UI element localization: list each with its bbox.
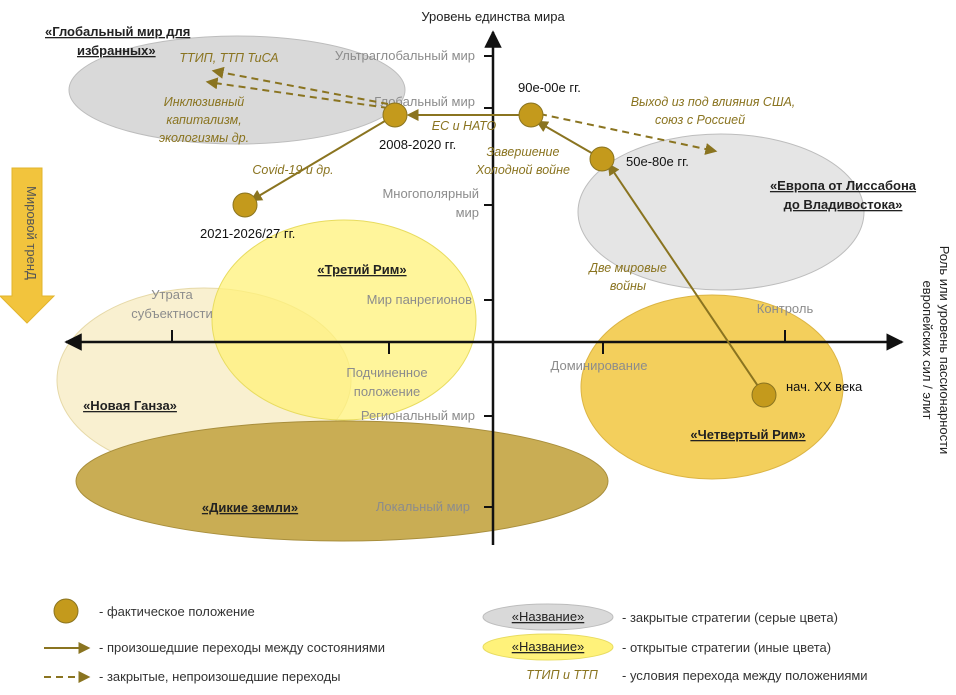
y-label-local: Локальный мир: [376, 499, 470, 514]
region-third-rome: [211, 219, 477, 421]
transition-exit-us: [539, 113, 718, 155]
state-dot-2021-2027: [232, 192, 258, 218]
legend-yellow-ellipse: [482, 633, 614, 661]
y-label-multipolar-2: мир: [456, 205, 479, 220]
legend-solid-text: - произошедшие переходы между состояниям…: [99, 640, 386, 655]
legend-gray-box-label: «Название»: [512, 609, 585, 624]
legend-cond-sample: ТТИП и ТТП: [526, 668, 598, 682]
cond-inclusive-2: капитализм,: [166, 113, 241, 127]
cond-exit-us-1: Выход из под влияния США,: [631, 95, 796, 109]
cond-cold-war-2: Холодной войне: [475, 163, 570, 177]
cond-exit-us-2: союз с Россией: [655, 113, 745, 127]
cond-ttip: ТТИП, ТТП ТиСА: [179, 51, 278, 65]
y-label-subordinate-2: положение: [354, 384, 420, 399]
region-europe: [577, 133, 865, 291]
region-label-europe-1: «Европа от Лиссабона: [770, 178, 917, 193]
region-label-europe-2: до Владивостока»: [784, 197, 903, 212]
region-label-hansa: «Новая Ганза»: [83, 398, 177, 413]
legend-yellow-text: - открытые стратегии (иные цвета): [622, 640, 832, 655]
region-label-fourth-rome: «Четвертый Рим»: [690, 427, 805, 442]
y-label-regional: Региональный мир: [361, 408, 475, 423]
legend-yellow-box-label: «Название»: [512, 639, 585, 654]
cond-covid: Covid-19 и др.: [252, 163, 333, 177]
y-label-multipolar-1: Многополярный: [382, 186, 479, 201]
svg-text:Роль или уровень пассионарност: Роль или уровень пассионарности: [937, 246, 952, 455]
cond-two-wars-2: войны: [610, 279, 646, 293]
state-label-2008-2020: 2008-2020 гг.: [379, 137, 456, 152]
region-label-wild: «Дикие земли»: [202, 500, 298, 515]
x-axis-title: Роль или уровень пассионарности европейс…: [920, 246, 952, 455]
state-label-2021-2027: 2021-2026/27 гг.: [200, 226, 295, 241]
transition-ttip: [211, 66, 389, 105]
transition-covid: [249, 114, 396, 202]
legend-dashed-text: - закрытые, непроизошедшие переходы: [99, 669, 341, 684]
state-dot-50-80: [589, 146, 615, 172]
legend-gray-text: - закрытые стратегии (серые цвета): [622, 610, 838, 625]
region-wild: [75, 420, 609, 542]
state-dot-90-00: [518, 102, 544, 128]
state-dot-2008-2020: [382, 102, 408, 128]
y-label-panregion: Мир панрегионов: [367, 292, 472, 307]
region-label-global-elite-1: «Глобальный мир для: [45, 24, 190, 39]
cond-inclusive-1: Инклюзивный: [164, 95, 245, 109]
cond-eu-nato: ЕС и НАТО: [432, 119, 497, 133]
svg-text:европейских сил / элит: европейских сил / элит: [920, 280, 935, 419]
x-label-control: Контроль: [757, 301, 814, 316]
state-label-early-xx: нач. XX века: [786, 379, 863, 394]
legend-dot-icon: [53, 598, 79, 624]
region-label-global-elite-2: избранных»: [77, 43, 156, 58]
state-dot-early-xx: [751, 382, 777, 408]
world-trend-arrow: Мировой тренД: [0, 167, 56, 324]
region-label-third-rome: «Третий Рим»: [317, 262, 406, 277]
legend-gray-ellipse: [482, 603, 614, 631]
x-label-loss-2: субъектности: [131, 306, 212, 321]
x-label-dominance: Доминирование: [551, 358, 648, 373]
transition-two-wars: [607, 163, 765, 396]
y-axis-title: Уровень единства мира: [421, 9, 565, 24]
legend-cond-text: - условия перехода между положениями: [622, 668, 868, 683]
world-trend-label: Мировой тренД: [24, 186, 39, 280]
state-label-90-00: 90е-00е гг.: [518, 80, 581, 95]
region-global-elite: [68, 35, 406, 145]
y-label-subordinate-1: Подчиненное: [346, 365, 427, 380]
x-label-loss-1: Утрата: [151, 287, 193, 302]
cond-two-wars-1: Две мировые: [587, 261, 667, 275]
state-label-50-80: 50е-80е гг.: [626, 154, 689, 169]
cond-cold-war-1: Завершение: [487, 145, 560, 159]
legend-dot-text: - фактическое положение: [99, 604, 255, 619]
y-label-ultra: Ультраглобальный мир: [335, 48, 475, 63]
cond-inclusive-3: экологизмы др.: [159, 131, 249, 145]
transition-inclusive: [205, 77, 389, 109]
